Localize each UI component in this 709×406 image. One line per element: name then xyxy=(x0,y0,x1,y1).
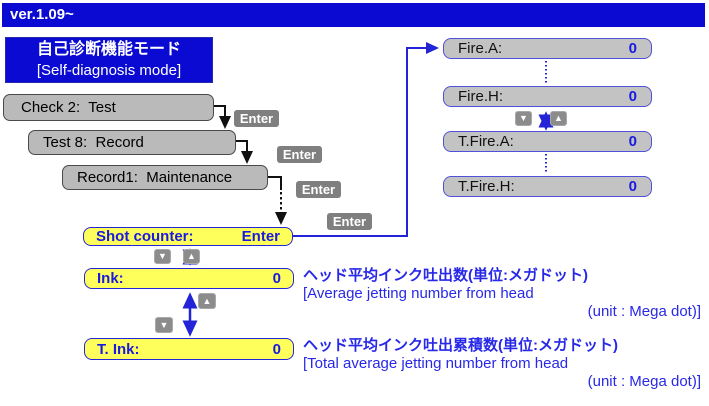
annotation-total-ink-jp: ヘッド平均インク吐出累積数(単位:メガドット) xyxy=(303,337,618,354)
annotation-total-ink: ヘッド平均インク吐出累積数(単位:メガドット) [Total average j… xyxy=(303,337,701,391)
annotation-ink-unit: (unit : Mega dot)] xyxy=(587,303,701,320)
display-box-fire-h: Fire.H: 0 xyxy=(443,86,652,107)
menu-box-test: Test 8: Record xyxy=(28,130,236,155)
enter-key-badge: Enter xyxy=(327,213,372,230)
menu-box-record-label: Record1: Maintenance xyxy=(77,169,233,186)
ink-value: 0 xyxy=(272,270,281,287)
annotation-ink-jp: ヘッド平均インク吐出数(単位:メガドット) xyxy=(303,267,588,284)
display-box-fire-a: Fire.A: 0 xyxy=(443,38,652,59)
enter-key-badge: Enter xyxy=(296,181,341,198)
menu-box-check-label: Check 2: Test xyxy=(21,99,116,116)
annotation-total-ink-en: [Total average jetting number from head xyxy=(303,355,569,372)
mode-title-en: [Self-diagnosis mode] xyxy=(36,62,182,79)
menu-box-record: Record1: Maintenance xyxy=(62,165,268,190)
display-box-total-fire-h: T.Fire.H: 0 xyxy=(443,176,652,197)
total-fire-h-value: 0 xyxy=(628,178,637,195)
total-ink-value: 0 xyxy=(272,340,281,358)
display-box-ink: Ink: 0 xyxy=(84,268,294,289)
version-label: ver.1.09~ xyxy=(10,6,74,23)
display-box-total-ink: T. Ink: 0 xyxy=(84,338,294,360)
down-arrow-icon: ▼ xyxy=(154,249,171,264)
up-arrow-icon: ▲ xyxy=(550,111,567,126)
mode-title-box: 自己診断機能モード [Self-diagnosis mode] xyxy=(5,37,213,83)
fire-a-value: 0 xyxy=(628,40,637,57)
down-arrow-icon: ▼ xyxy=(515,111,532,126)
display-box-total-fire-a: T.Fire.A: 0 xyxy=(443,131,652,152)
display-box-shot-counter: Shot counter: Enter xyxy=(83,227,293,246)
flow-elbow-record xyxy=(268,176,282,190)
shot-counter-label: Shot counter: xyxy=(96,228,194,245)
fire-h-value: 0 xyxy=(628,88,637,105)
connector-shot-to-fire xyxy=(293,42,439,237)
menu-box-test-label: Test 8: Record xyxy=(43,134,144,151)
flow-arrow-check-test xyxy=(214,105,231,129)
down-arrow-icon: ▼ xyxy=(155,317,173,333)
mode-title-jp: 自己診断機能モード xyxy=(36,41,181,58)
shot-counter-value: Enter xyxy=(241,228,280,245)
up-arrow-icon: ▲ xyxy=(198,293,216,309)
fire-h-label: Fire.H: xyxy=(458,88,503,105)
total-fire-h-label: T.Fire.H: xyxy=(458,178,515,195)
menu-box-check: Check 2: Test xyxy=(3,94,214,121)
total-ink-label: T. Ink: xyxy=(97,340,140,358)
up-arrow-icon: ▲ xyxy=(183,249,200,264)
annotation-ink: ヘッド平均インク吐出数(単位:メガドット) [Average jetting n… xyxy=(303,267,701,321)
enter-key-badge: Enter xyxy=(234,110,279,127)
ink-label: Ink: xyxy=(97,270,124,287)
fire-a-label: Fire.A: xyxy=(458,40,503,57)
enter-key-badge: Enter xyxy=(277,146,322,163)
total-fire-a-label: T.Fire.A: xyxy=(458,133,514,150)
annotation-ink-en: [Average jetting number from head xyxy=(303,285,534,302)
total-fire-a-value: 0 xyxy=(628,133,637,150)
flow-arrow-test-record xyxy=(236,140,253,164)
version-bar: ver.1.09~ xyxy=(2,3,705,27)
annotation-total-ink-unit: (unit : Mega dot)] xyxy=(587,373,701,390)
